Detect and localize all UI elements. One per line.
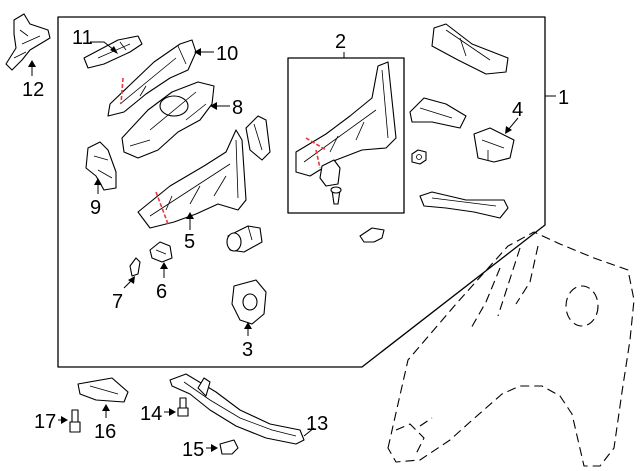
part-9-bracket[interactable] xyxy=(85,141,117,191)
cylinder-part[interactable] xyxy=(226,225,263,253)
arrow-8 xyxy=(210,102,217,110)
leader-13 xyxy=(303,427,315,437)
part-10-upper-rail[interactable] xyxy=(107,39,197,117)
callout-12: 12 xyxy=(22,79,44,101)
part-14-bolt[interactable] xyxy=(177,397,189,417)
part-2-pillar[interactable] xyxy=(295,61,397,177)
part-6-clip[interactable] xyxy=(149,241,173,263)
callout-5: 5 xyxy=(184,231,195,253)
arrow-17 xyxy=(61,416,68,424)
part-5-apron[interactable] xyxy=(137,129,247,229)
part-3-bracket[interactable] xyxy=(231,279,267,325)
part-16-bracket[interactable] xyxy=(77,377,129,403)
callout-10: 10 xyxy=(216,43,238,65)
arrow-6 xyxy=(160,262,168,269)
upper-bracket-part[interactable] xyxy=(431,23,509,75)
callout-17: 17 xyxy=(34,411,56,433)
callout-2: 2 xyxy=(335,31,346,53)
arrow-12 xyxy=(28,60,36,67)
leader-4 xyxy=(507,117,519,131)
gusset-part[interactable] xyxy=(245,115,271,161)
arrow-5 xyxy=(186,212,194,219)
part-11-rail[interactable] xyxy=(83,35,143,69)
stepped-piece[interactable] xyxy=(359,227,385,243)
callout-13: 13 xyxy=(306,413,328,435)
arrow-7 xyxy=(128,276,135,284)
subassembly-box xyxy=(287,57,405,214)
lower-reinforcement-part[interactable] xyxy=(419,191,509,219)
nut-part[interactable] xyxy=(411,149,427,165)
arrow-4 xyxy=(505,126,512,134)
callout-4: 4 xyxy=(512,99,523,121)
part-2-bolt[interactable] xyxy=(330,186,342,205)
callout-8: 8 xyxy=(232,97,243,119)
callout-3: 3 xyxy=(242,339,253,361)
callout-15: 15 xyxy=(182,439,204,461)
arrow-11 xyxy=(110,46,118,54)
callout-1: 1 xyxy=(558,87,569,109)
callout-16: 16 xyxy=(94,421,116,443)
part-4-bracket[interactable] xyxy=(473,127,515,163)
part-15-clip[interactable] xyxy=(219,439,239,455)
middle-bracket-part[interactable] xyxy=(409,97,467,129)
callout-9: 9 xyxy=(90,197,101,219)
part-2-small-bracket[interactable] xyxy=(319,159,341,187)
part-8-shock-tower[interactable] xyxy=(121,81,215,159)
callout-6: 6 xyxy=(156,281,167,303)
part-7-bracket[interactable] xyxy=(129,257,141,277)
arrow-15 xyxy=(211,444,218,452)
leader-11 xyxy=(90,41,115,51)
callout-11: 11 xyxy=(72,27,93,49)
part-13-rail[interactable] xyxy=(169,373,305,445)
arrow-9 xyxy=(94,178,102,185)
arrow-14 xyxy=(169,408,176,416)
arrow-3 xyxy=(244,322,252,329)
fender-outline xyxy=(387,231,635,467)
callout-14: 14 xyxy=(140,403,162,425)
arrow-10 xyxy=(194,48,201,56)
part-17-bolt[interactable] xyxy=(69,409,81,433)
assembly-frame xyxy=(57,16,546,368)
arrow-16 xyxy=(102,404,110,411)
callout-7: 7 xyxy=(112,291,123,313)
part-12-bracket[interactable] xyxy=(5,13,51,71)
